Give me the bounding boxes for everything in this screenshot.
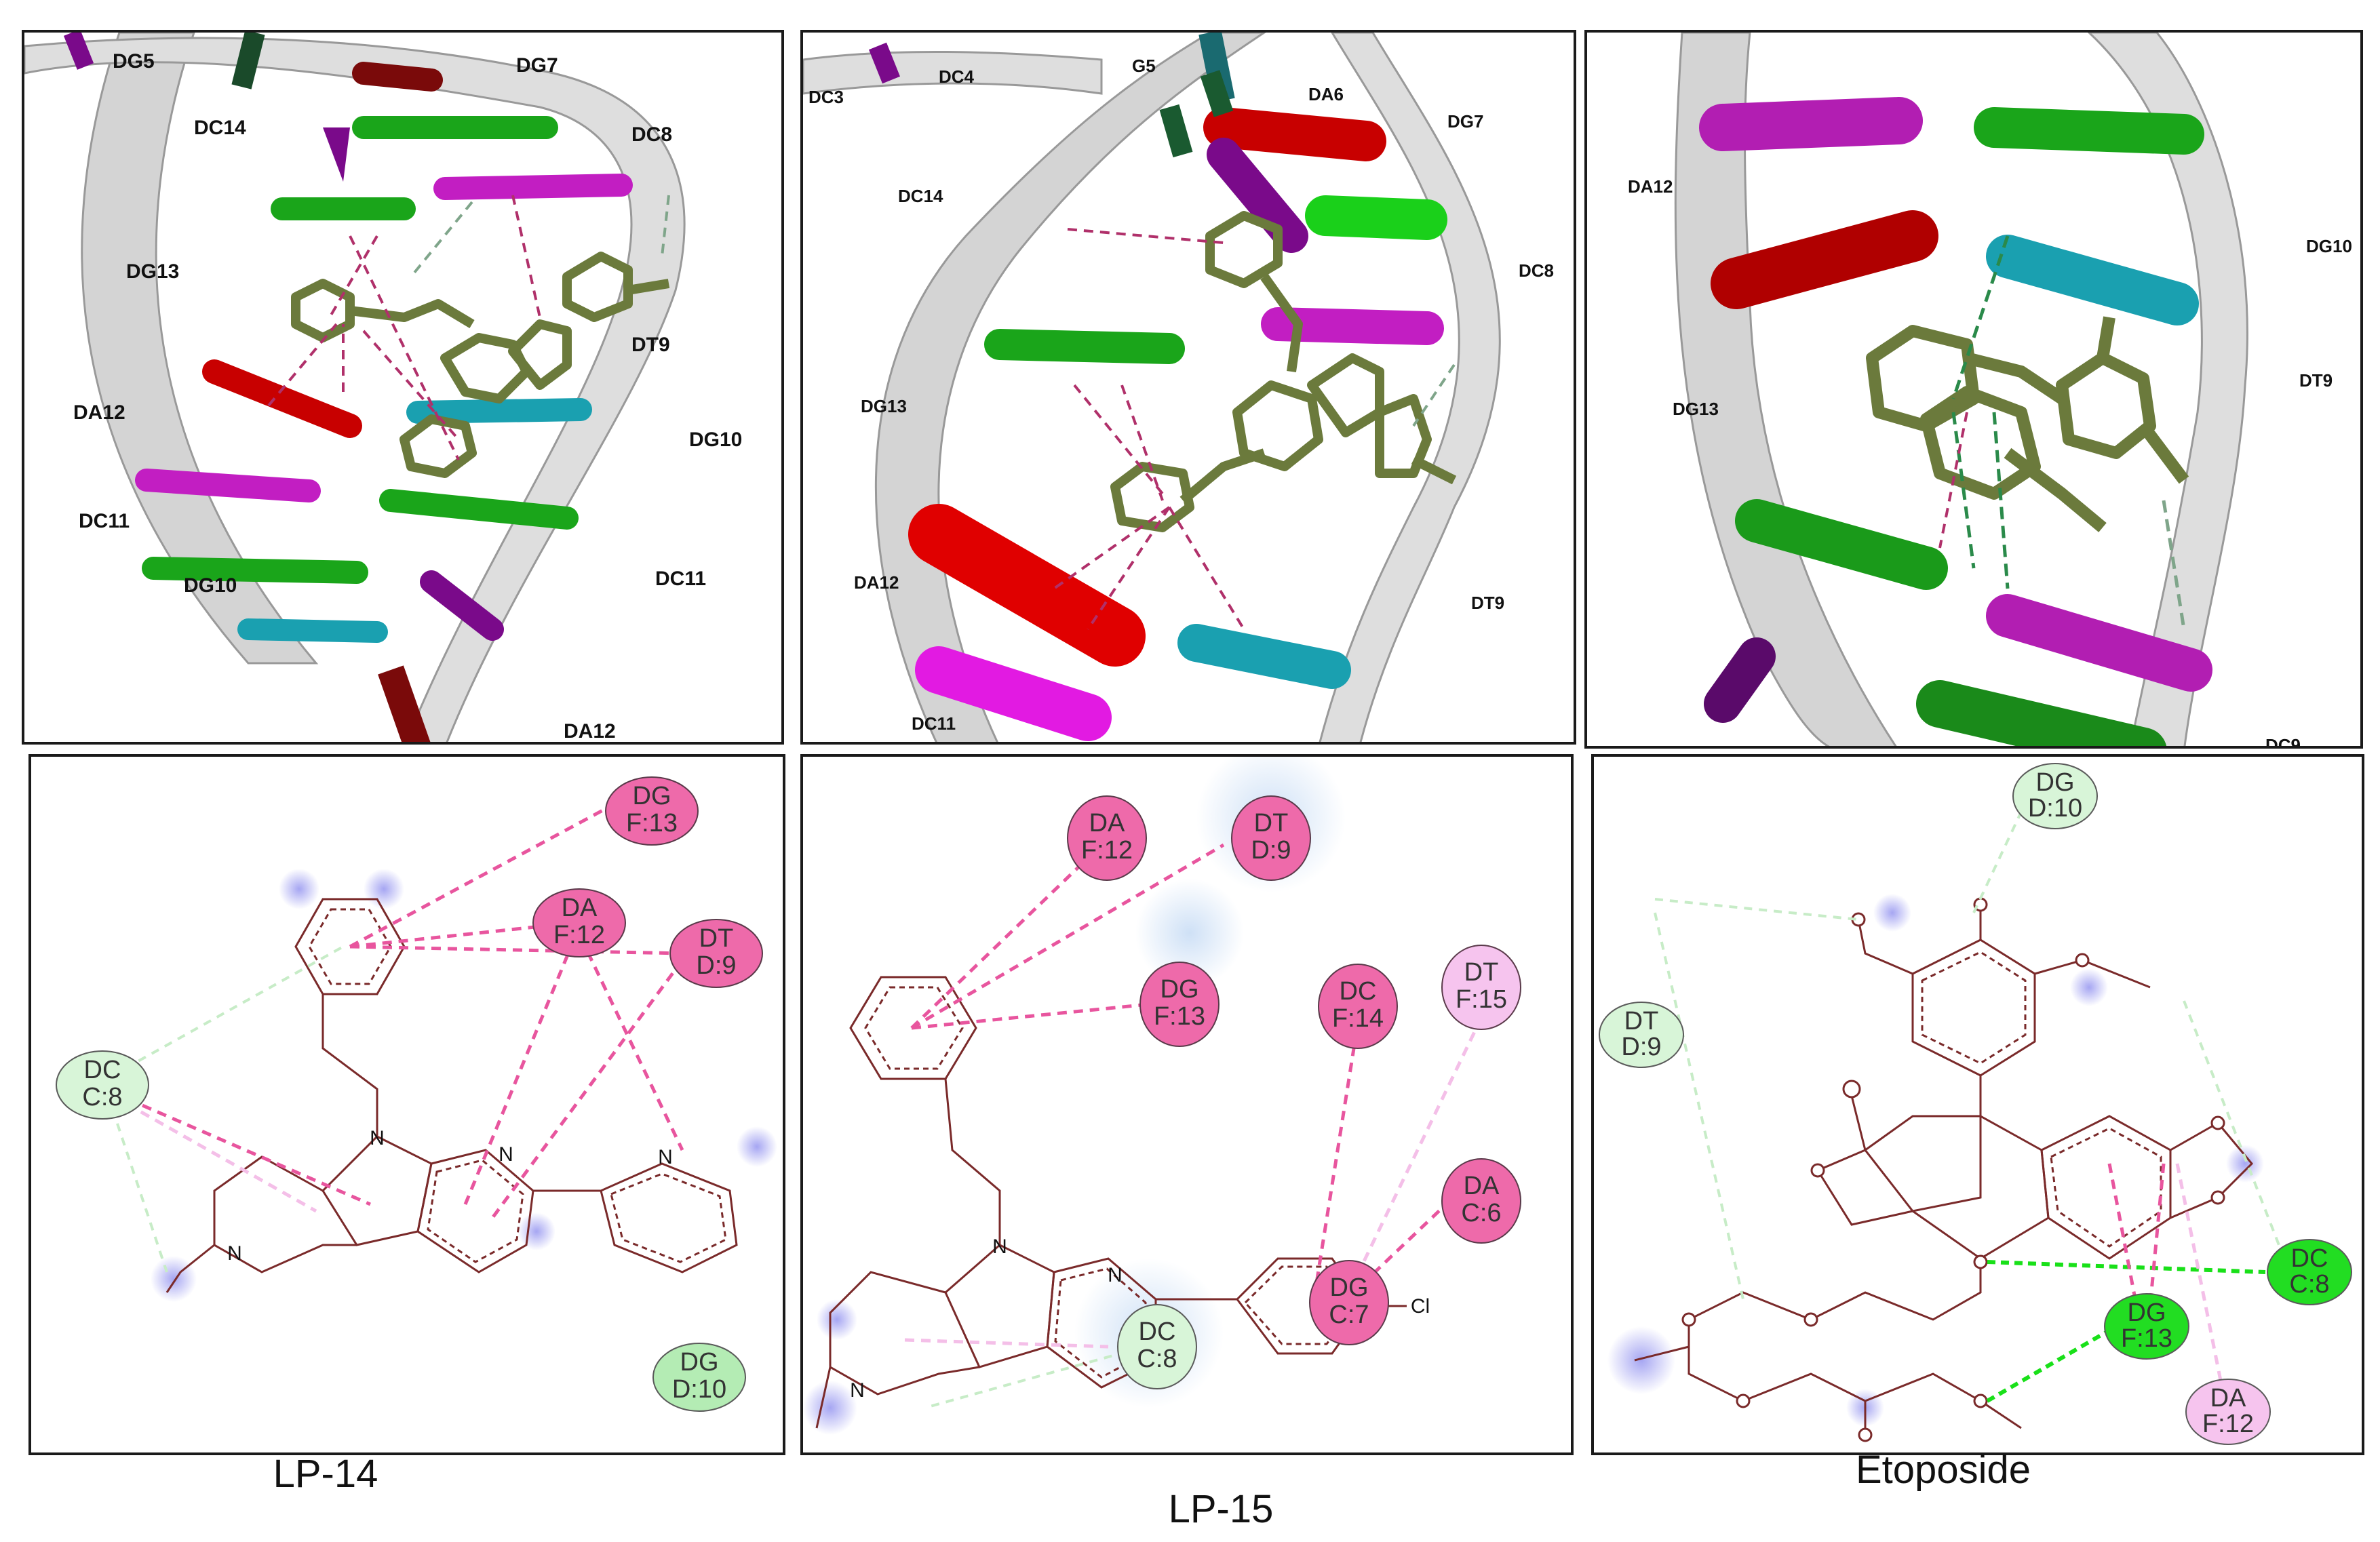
label-dc14: DC14	[898, 186, 943, 206]
residue-dc-c8: DC C:8	[2267, 1239, 2352, 1305]
residue-dc-f14: DC F:14	[1318, 964, 1398, 1049]
svg-text:F:12: F:12	[2202, 1410, 2254, 1438]
svg-text:F:13: F:13	[1154, 1002, 1205, 1031]
label-dg13: DG13	[126, 260, 179, 283]
label-dg10: DG10	[2306, 236, 2352, 256]
svg-text:F:15: F:15	[1456, 985, 1507, 1014]
svg-text:F:14: F:14	[1332, 1004, 1384, 1033]
label-dc4: DC4	[939, 66, 975, 87]
etoposide-3d-view: DA12 DG10 DT9 DG13 DC9	[1584, 30, 2363, 749]
svg-text:D:10: D:10	[672, 1375, 726, 1404]
atom-n-pyridine-fused: N	[499, 1143, 513, 1166]
label-dg7: DG7	[516, 54, 558, 77]
svg-text:F:12: F:12	[553, 921, 605, 949]
residue-dg-f13: DG F:13	[2104, 1293, 2189, 1360]
lp15-3d-view: DC3 DC4 G5 DA6 DG7 DC14 DC8 DG13 DA12 DT…	[800, 30, 1576, 745]
residue-da-f12: DA F:12	[1067, 795, 1147, 881]
svg-text:C:8: C:8	[82, 1083, 122, 1111]
svg-text:F:13: F:13	[2121, 1324, 2172, 1353]
label-da12: DA12	[73, 401, 125, 424]
svg-text:DC: DC	[1139, 1318, 1176, 1346]
svg-text:DG: DG	[680, 1348, 719, 1377]
lp15-2d-diagram: N N N Cl DA F:12 DT	[800, 754, 1574, 1455]
atom-cl: Cl	[1411, 1295, 1430, 1318]
label-dc8: DC8	[1519, 260, 1554, 281]
label-dc14: DC14	[194, 117, 246, 139]
svg-text:DT: DT	[1254, 809, 1289, 837]
atom-n-pendant: N	[658, 1146, 673, 1168]
label-dt9: DT9	[2299, 370, 2333, 391]
svg-text:DT: DT	[1464, 958, 1499, 987]
residue-dt-d9: DT D:9	[1599, 1002, 1684, 1068]
lp14-2d-diagram: N N N N DG F:13	[28, 754, 785, 1455]
residue-dt-d9: DT D:9	[669, 919, 763, 988]
svg-text:DC: DC	[2291, 1244, 2328, 1273]
residue-dc-c8: DC C:8	[1117, 1304, 1197, 1389]
label-dc8: DC8	[631, 123, 672, 146]
atom-n-pyridine: N	[1108, 1264, 1123, 1286]
atom-n-indole: N	[992, 1235, 1007, 1258]
residue-dt-d9: DT D:9	[1231, 795, 1311, 881]
label-g5: G5	[1132, 56, 1156, 76]
svg-text:DG: DG	[633, 782, 671, 810]
svg-text:C:7: C:7	[1329, 1301, 1369, 1329]
svg-text:D:9: D:9	[696, 951, 736, 980]
svg-text:F:13: F:13	[626, 809, 678, 837]
svg-text:DC: DC	[84, 1056, 121, 1084]
residue-dc-c8: DC C:8	[56, 1050, 149, 1120]
svg-text:DA: DA	[2210, 1384, 2246, 1412]
svg-text:DG: DG	[2036, 768, 2075, 797]
label-dc11-right: DC11	[655, 568, 706, 590]
atom-n-methyl: N	[850, 1379, 865, 1402]
atom-n-methyl: N	[227, 1242, 242, 1265]
label-da6: DA6	[1308, 84, 1344, 104]
svg-text:C:6: C:6	[1461, 1199, 1501, 1227]
label-dg13: DG13	[1673, 399, 1719, 419]
svg-text:DT: DT	[699, 924, 734, 953]
svg-text:D:10: D:10	[2028, 794, 2082, 823]
label-da12: DA12	[854, 572, 899, 593]
caption-etoposide: Etoposide	[1856, 1448, 2031, 1492]
residue-da-f12: DA F:12	[2185, 1379, 2271, 1445]
svg-text:DG: DG	[1330, 1273, 1369, 1302]
label-dc9: DC9	[2265, 735, 2301, 749]
caption-lp14: LP-14	[273, 1452, 378, 1496]
label-dc11-left: DC11	[79, 510, 130, 532]
label-da12-bottom: DA12	[564, 720, 616, 743]
svg-text:D:9: D:9	[1621, 1033, 1661, 1061]
svg-text:F:12: F:12	[1081, 836, 1133, 865]
etoposide-2d-diagram: DG D:10 DT D:9 DC C:8 DG F:13 DA F:1	[1591, 754, 2364, 1455]
svg-text:DT: DT	[1624, 1007, 1659, 1035]
residue-dt-f15: DT F:15	[1441, 945, 1521, 1030]
svg-text:C:8: C:8	[2289, 1270, 2329, 1299]
residue-da-c6: DA C:6	[1441, 1158, 1521, 1244]
label-dg5: DG5	[113, 50, 155, 73]
label-dt9: DT9	[1471, 593, 1504, 613]
svg-text:DA: DA	[1089, 809, 1125, 837]
label-da12: DA12	[1628, 176, 1673, 197]
svg-text:C:8: C:8	[1137, 1345, 1177, 1373]
label-dc3: DC3	[808, 87, 844, 107]
caption-lp15: LP-15	[1168, 1487, 1274, 1531]
lp14-3d-view: DG5 DG7 DC14 DC8 DG13 DT9 DA12 DG10 DC11…	[22, 30, 784, 745]
svg-text:DG: DG	[1160, 975, 1199, 1004]
svg-text:DA: DA	[562, 894, 598, 922]
svg-text:DC: DC	[1340, 977, 1377, 1006]
residue-dg-d10: DG D:10	[652, 1343, 746, 1412]
svg-text:DA: DA	[1464, 1172, 1500, 1200]
label-dc11: DC11	[912, 713, 956, 734]
label-dg10-left: DG10	[184, 574, 237, 597]
residue-da-f12: DA F:12	[532, 888, 626, 957]
label-dg10-right: DG10	[689, 429, 742, 451]
residue-dg-f13: DG F:13	[605, 776, 699, 846]
residue-dg-c7: DG C:7	[1309, 1260, 1389, 1345]
svg-text:DG: DG	[2128, 1299, 2166, 1327]
svg-text:D:9: D:9	[1251, 836, 1291, 865]
label-dg13: DG13	[861, 396, 907, 416]
atom-n-indole: N	[370, 1127, 385, 1149]
label-dg7: DG7	[1447, 111, 1483, 132]
residue-dg-f13: DG F:13	[1139, 962, 1220, 1047]
residue-dg-d10: DG D:10	[2012, 763, 2098, 829]
label-dt9: DT9	[631, 334, 670, 356]
